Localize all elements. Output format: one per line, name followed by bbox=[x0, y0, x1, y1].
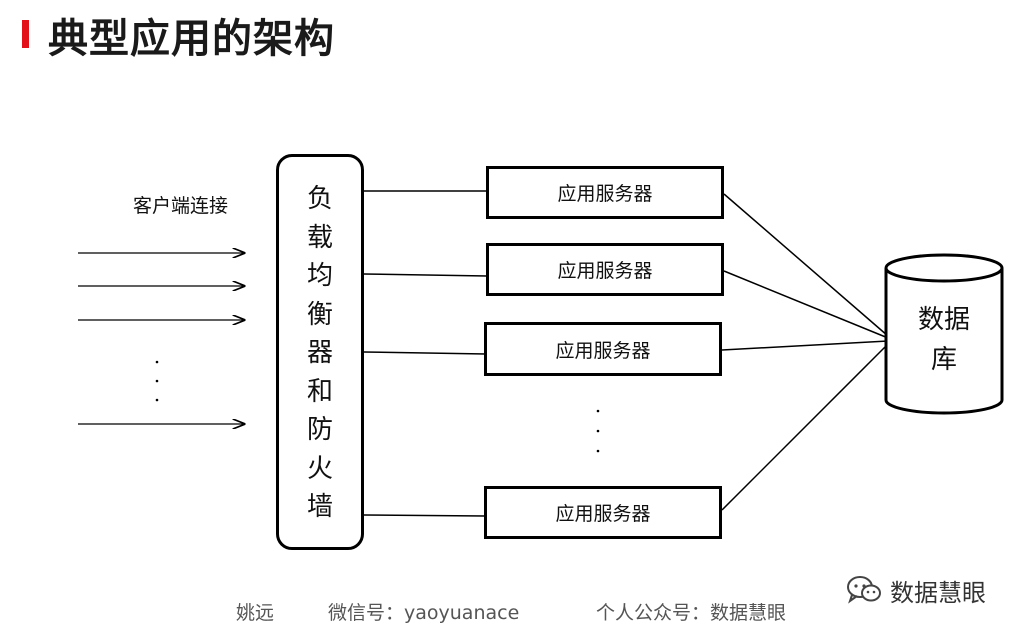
load-balancer-char: 均 bbox=[306, 261, 333, 291]
app-server-box: 应用服务器 bbox=[486, 166, 724, 219]
app-server-box: 应用服务器 bbox=[486, 243, 724, 296]
client-ellipsis-dot bbox=[155, 398, 159, 402]
load-balancer-label: 负 载 均 衡 器 和 防 火 墙 bbox=[276, 180, 364, 527]
database-label-line: 数据 bbox=[917, 305, 970, 335]
database-label: 数据 库 bbox=[886, 300, 1002, 380]
server-db-link bbox=[721, 340, 889, 351]
page-title: 典型应用的架构 bbox=[48, 16, 335, 62]
server-db-link bbox=[723, 193, 889, 337]
title-accent-bar bbox=[22, 20, 29, 48]
watermark: 数据慧眼 bbox=[846, 572, 986, 608]
client-ellipsis-dot bbox=[155, 360, 159, 364]
client-ellipsis-dot bbox=[155, 379, 159, 383]
load-balancer-char: 负 bbox=[306, 184, 333, 214]
load-balancer-box bbox=[276, 154, 364, 550]
server-ellipsis-dot bbox=[596, 429, 600, 433]
load-balancer-char: 防 bbox=[306, 415, 333, 445]
lb-server-link bbox=[363, 514, 486, 517]
database-label-line: 库 bbox=[930, 345, 957, 375]
server-db-link bbox=[723, 270, 889, 339]
app-server-box: 应用服务器 bbox=[484, 486, 722, 539]
watermark-text: 数据慧眼 bbox=[890, 578, 986, 607]
load-balancer-char: 器 bbox=[306, 338, 333, 368]
database-cylinder bbox=[884, 253, 1004, 415]
client-connection-label: 客户端连接 bbox=[133, 195, 229, 217]
load-balancer-char: 载 bbox=[306, 222, 333, 253]
wechat-icon bbox=[847, 576, 881, 604]
lb-server-link bbox=[363, 351, 487, 355]
app-server-box: 应用服务器 bbox=[484, 322, 722, 376]
lb-server-link bbox=[363, 273, 488, 277]
server-ellipsis-dot bbox=[596, 449, 600, 453]
server-db-link bbox=[721, 343, 889, 511]
footer-wechat-id: 微信号：yaoyuanace bbox=[328, 602, 520, 624]
load-balancer-char: 火 bbox=[306, 453, 333, 484]
server-ellipsis-dot bbox=[596, 409, 600, 413]
load-balancer-char: 衡 bbox=[306, 299, 333, 330]
load-balancer-char: 墙 bbox=[306, 492, 333, 522]
load-balancer-char: 和 bbox=[306, 376, 333, 407]
footer-public-account: 个人公众号：数据慧眼 bbox=[596, 602, 787, 624]
footer-author: 姚远 bbox=[236, 602, 275, 624]
